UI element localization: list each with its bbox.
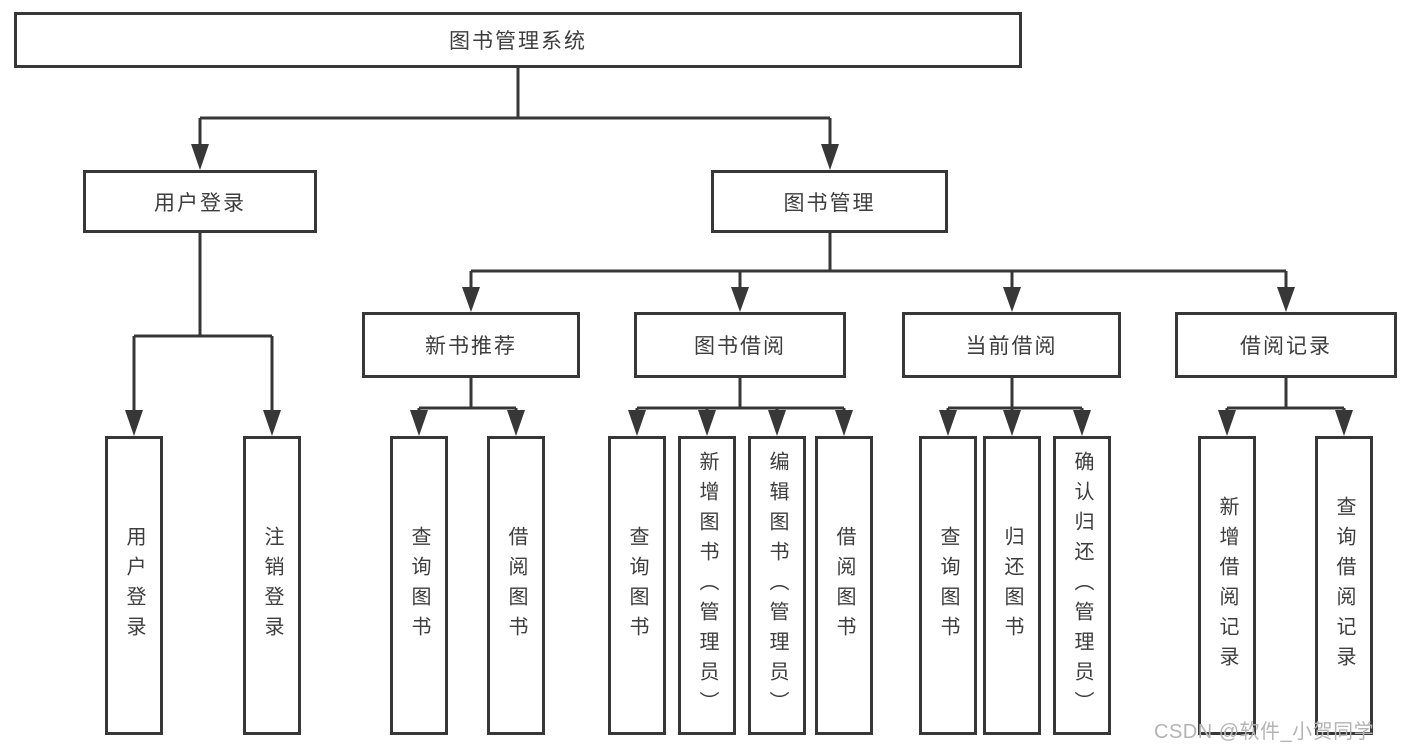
leaf-query-books-recommend-label: 查询图书 (408, 525, 430, 646)
node-book-borrow: 图书借阅 (634, 312, 846, 378)
leaf-add-book-admin: 新增图书（管理员） (678, 436, 736, 735)
leaf-borrow-books-label: 借阅图书 (833, 525, 855, 646)
leaf-query-books-current-label: 查询图书 (937, 525, 959, 646)
leaf-user-login-label: 用户登录 (123, 525, 145, 646)
connector-book-borrow-section (628, 378, 853, 436)
node-user-login-label: 用户登录 (154, 191, 246, 215)
leaf-query-books-recommend: 查询图书 (390, 436, 448, 735)
leaf-return-book: 归还图书 (983, 436, 1041, 735)
node-borrow-records: 借阅记录 (1175, 312, 1397, 378)
leaf-confirm-return-admin: 确认归还（管理员） (1053, 436, 1111, 735)
node-book-management: 图书管理 (711, 170, 948, 233)
leaf-borrow-books: 借阅图书 (815, 436, 873, 735)
watermark-text: CSDN @软件_小贺同学 (1154, 721, 1375, 743)
leaf-return-book-label: 归还图书 (1001, 525, 1023, 646)
connector-new-book-section (410, 378, 525, 436)
leaf-edit-book-admin-label: 编辑图书（管理员） (766, 450, 788, 721)
node-new-book-recommend-label: 新书推荐 (425, 335, 517, 358)
leaf-borrow-books-recommend-label: 借阅图书 (505, 525, 527, 646)
node-new-book-recommend: 新书推荐 (362, 312, 580, 378)
node-user-login: 用户登录 (83, 170, 317, 233)
leaf-add-borrow-record-label: 新增借阅记录 (1216, 495, 1238, 676)
node-borrow-records-label: 借阅记录 (1240, 335, 1332, 358)
leaf-query-books-borrow: 查询图书 (608, 436, 666, 735)
leaf-logout: 注销登录 (243, 436, 301, 735)
connector-current-borrow-section (939, 378, 1091, 436)
node-book-management-label: 图书管理 (783, 191, 876, 215)
leaf-add-borrow-record: 新增借阅记录 (1198, 436, 1256, 735)
node-current-borrow: 当前借阅 (902, 312, 1121, 378)
leaf-add-book-admin-label: 新增图书（管理员） (696, 450, 718, 721)
leaf-borrow-books-recommend: 借阅图书 (487, 436, 545, 735)
node-root-label: 图书管理系统 (449, 30, 587, 53)
connector-user-login-branch (125, 233, 281, 436)
leaf-confirm-return-admin-label: 确认归还（管理员） (1071, 450, 1093, 721)
leaf-query-borrow-record: 查询借阅记录 (1315, 436, 1373, 735)
leaf-edit-book-admin: 编辑图书（管理员） (748, 436, 806, 735)
leaf-query-books-borrow-label: 查询图书 (626, 525, 648, 646)
leaf-logout-label: 注销登录 (261, 525, 283, 646)
node-current-borrow-label: 当前借阅 (965, 335, 1058, 358)
leaf-query-borrow-record-label: 查询借阅记录 (1333, 495, 1355, 676)
node-root: 图书管理系统 (14, 12, 1022, 68)
connector-book-mgmt-branch (462, 233, 1295, 312)
connector-root-to-level2 (191, 68, 839, 170)
node-book-borrow-label: 图书借阅 (694, 335, 786, 358)
leaf-user-login: 用户登录 (105, 436, 163, 735)
leaf-query-books-current: 查询图书 (919, 436, 977, 735)
connector-borrow-record-section (1218, 378, 1353, 436)
